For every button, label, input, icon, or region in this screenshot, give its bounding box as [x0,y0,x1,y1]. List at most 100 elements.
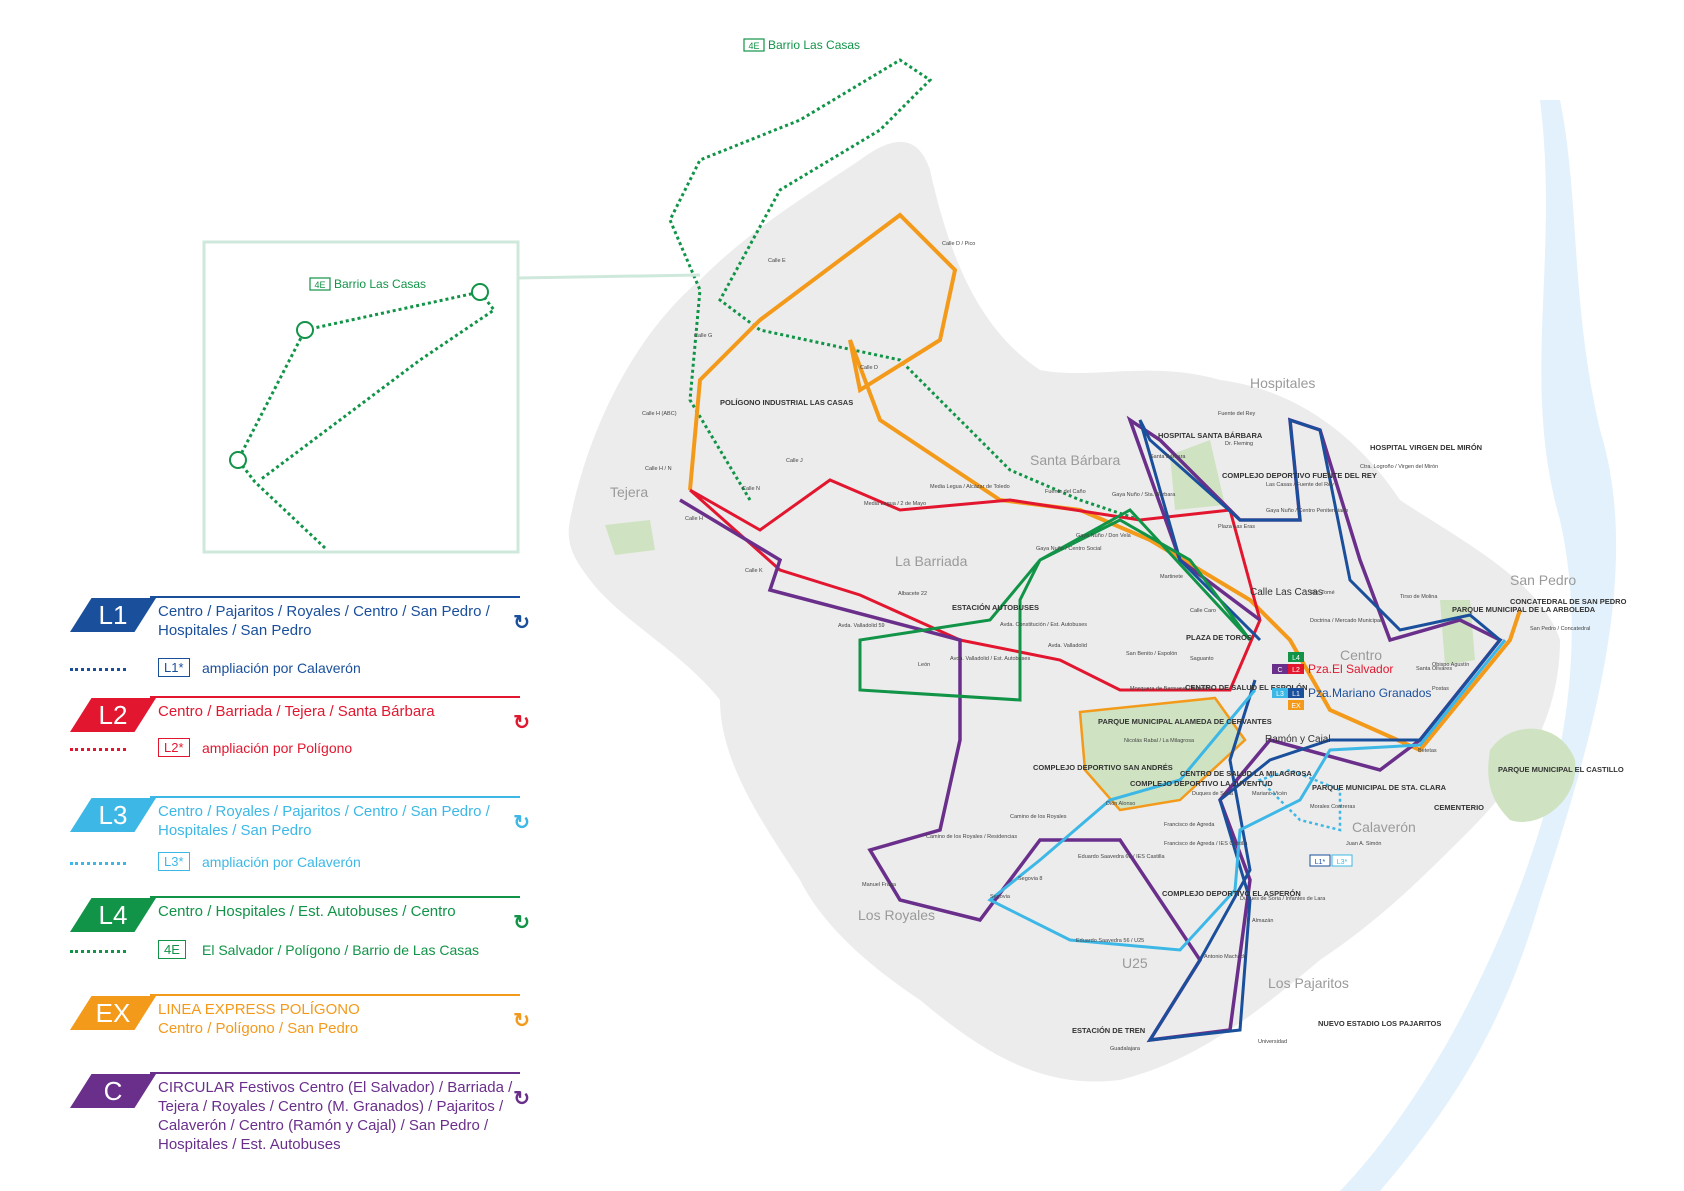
stop-label: Antonio Machado [1204,954,1247,960]
top-4e-label: Barrio Las Casas [768,38,860,52]
place: ESTACIÓN AUTOBUSES [952,603,1039,612]
inset-stop [229,451,247,469]
hood-centro: Centro [1340,647,1382,663]
extension-code: L2* [158,738,190,757]
stop-label: Calle K [745,568,763,574]
desc-line: Tejera / Royales / Centro (M. Granados) … [158,1098,504,1115]
stop-label: Calle D / Pico [942,241,975,247]
stop-label: Saguanto [1190,656,1214,662]
stop-label: Camino de los Royales / Residencias [926,834,1017,840]
place: NUEVO ESTADIO LOS PAJARITOS [1318,1019,1441,1028]
rule [150,994,520,996]
route-4e-loop [668,58,1141,522]
circular-icon: ↻ [513,1088,530,1110]
stop-label: Obispo Agustín [1432,662,1469,668]
stop-label: Gaya Nuño / Centro Social [1036,546,1101,552]
stop-label: Calle E [768,258,786,264]
circular-icon: ↻ [513,912,530,934]
inset-stop [471,283,489,301]
stop-label: Eduardo Saavedra 56 / U25 [1076,938,1144,944]
inset-4e-badge [309,277,331,291]
place: HOSPITAL SANTA BÁRBARA [1158,431,1263,440]
stop-label: Mariano Vicén [1252,791,1287,797]
stop-label: Calle J [786,458,803,464]
place: ESTACIÓN DE TREN [1072,1026,1145,1035]
stop-label: Manuel Fraga [862,882,897,888]
stop-label: Almazán [1252,918,1273,924]
line-description: LINEA EXPRESS POLÍGONO Centro / Polígono… [158,1000,518,1038]
circular-icon: ↻ [513,812,530,834]
line-description: Centro / Hospitales / Est. Autobuses / C… [158,902,518,921]
stop-label: Tirso de Molina [1400,594,1438,600]
stop-label: Camino de los Royales [1010,814,1067,820]
place: COMPLEJO DEPORTIVO EL ASPERÓN [1162,889,1301,898]
hub-code: L2 [1292,667,1300,674]
hood-barriada: La Barriada [895,553,968,569]
legend-l4: L4 Centro / Hospitales / Est. Autobuses … [70,890,530,988]
stop-label: Dr. Fleming [1225,441,1253,447]
hub-name-salvador: Pza.El Salvador [1308,662,1393,676]
hub-badge-ex [1288,700,1304,710]
stop-label: Avda. Valladolid [1048,643,1087,649]
stop-label: San Benito / Espolón [1126,651,1177,657]
stop-label: Gaya Nuño / Don Vela [1076,533,1132,539]
stop-label: Avda. Valladolid / Est. Autobuses [950,656,1030,662]
stop-label: Avda. Valladolid 59 [838,623,885,629]
city-area [568,141,1560,1082]
desc-line: Calaverón / Centro (Ramón y Cajal) / San… [158,1117,489,1134]
extension-text: ampliación por Calaverón [202,854,361,870]
hub-name-granados: Pza.Mariano Granados [1308,686,1431,700]
park-alameda [1078,696,1247,812]
place: PARQUE MUNICIPAL EL CASTILLO [1498,765,1624,774]
hub-code: C [1277,667,1282,674]
rule [150,596,520,598]
stop-label: Fuente del Rey [1218,411,1256,417]
hood-santa-barbara: Santa Bárbara [1030,452,1120,468]
line-description: Centro / Pajaritos / Royales / Centro / … [158,602,518,640]
hub-badge-l2 [1288,664,1304,674]
line-badge-l4: L4 [70,898,156,932]
stop-label: Calle D [860,365,878,371]
stop-label: Plaza Las Eras [1218,524,1255,530]
stop-label: Media Legua / Alcázar de Toledo [930,484,1010,490]
stop-label: Calle G [694,333,712,339]
hub-code: L4 [1292,655,1300,662]
place: POLÍGONO INDUSTRIAL LAS CASAS [720,398,853,407]
extension-code: L3* [158,852,190,871]
desc-line: LINEA EXPRESS POLÍGONO [158,1001,360,1018]
extension-text: ampliación por Polígono [202,740,353,756]
stop-label: San Pedro / Concatedral [1530,626,1590,632]
hub-badge-l4 [1288,652,1304,662]
extension-text: El Salvador / Polígono / Barrio de Las C… [202,942,480,958]
stop-label: Guadalajara [1110,1046,1141,1052]
line-badge-ex: EX [70,996,156,1030]
inset-label: Barrio Las Casas [334,277,426,291]
desc-line: Hospitales / San Pedro [158,622,312,639]
stop-label: Calle Caro [1190,608,1216,614]
hub-code: L3 [1276,691,1284,698]
stop-label: Calle H [685,516,703,522]
desc-line: Centro / Hospitales / Est. Autobuses / C… [158,903,456,920]
extension-dots [70,862,126,865]
line-badge-c: C [70,1074,156,1108]
extension-dots [70,668,126,671]
hub-code: EX [1291,703,1301,710]
extension-dots [70,748,126,751]
hood-u25: U25 [1122,955,1148,971]
place: CEMENTERIO [1434,803,1484,812]
hood-calaveron: Calaverón [1352,819,1416,835]
place: HOSPITAL VIRGEN DEL MIRÓN [1370,443,1482,452]
ext-badge-l1 [1309,854,1331,867]
line-description: CIRCULAR Festivos Centro (El Salvador) /… [158,1078,518,1154]
stop-label: Francisco de Agreda / IES Castilla [1164,841,1248,847]
line-badge-l2: L2 [70,698,156,732]
stop-label: Santa Olivares [1416,666,1452,672]
stop-label: Santa Bárbara [1150,454,1186,460]
stop-label: Betetas [1418,748,1437,754]
route-l3 [987,639,1507,952]
desc-line: Centro / Pajaritos / Royales / Centro / … [158,603,490,620]
hood-pajaritos: Los Pajaritos [1268,975,1349,991]
stop-label: Nicolás Rabal / La Milagrosa [1124,738,1195,744]
hub-badge-l3 [1272,688,1288,698]
